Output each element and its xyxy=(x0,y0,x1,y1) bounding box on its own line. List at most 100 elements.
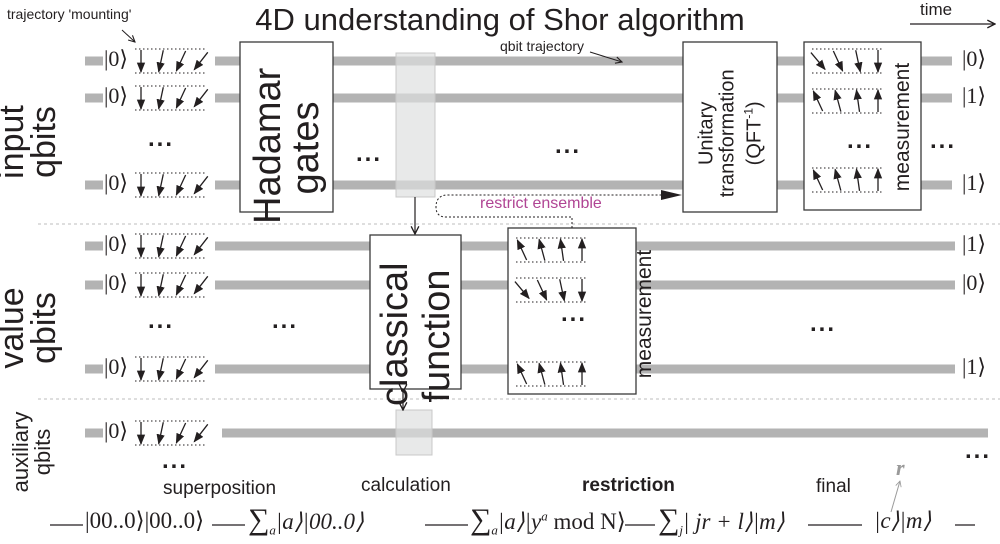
wire-input-pre-hadamard-0 xyxy=(215,56,240,66)
spin-arrow xyxy=(175,358,187,380)
final-ket-value-1: |0⟩ xyxy=(962,270,986,295)
ellipsis-input-mid: ... xyxy=(555,132,582,159)
sum-index: a xyxy=(491,522,498,538)
ellipsis-aux-final: ... xyxy=(965,437,992,464)
spin-arrow xyxy=(557,362,566,385)
stage-label-restriction: restriction xyxy=(582,475,675,496)
spin-arrow xyxy=(537,362,546,385)
restrict-ensemble-arrowhead xyxy=(661,190,682,200)
initial-ket-value-2: |0⟩ xyxy=(104,354,128,379)
wire-input-out-0 xyxy=(921,56,952,66)
spin-arrow xyxy=(833,168,842,191)
ellipsis-input-final: ... xyxy=(930,127,957,154)
formula-body: | jr + l⟩|m⟩ xyxy=(683,509,785,534)
spin-arrow xyxy=(537,238,546,261)
mounting-spins-value-0 xyxy=(135,233,209,259)
ellipsis-measurement-input: ... xyxy=(847,127,874,154)
spin-arrow xyxy=(193,175,209,195)
wire-value-post-classical-2 xyxy=(461,364,508,374)
mounting-spins-input-2 xyxy=(135,172,209,198)
mounting-spins-value-1 xyxy=(135,272,209,298)
spin-arrow xyxy=(156,422,165,445)
spin-arrow xyxy=(175,422,187,444)
measurement-spins-input-1 xyxy=(812,88,883,114)
sum-index: a xyxy=(269,522,276,538)
spin-arrow xyxy=(832,50,844,72)
register-label-auxiliary-line2: qbits xyxy=(30,428,55,476)
register-label-value: value qbits xyxy=(0,268,63,388)
formula-final-state: |c⟩|m⟩ xyxy=(874,508,932,533)
classical-function-box xyxy=(369,234,462,390)
spin-arrow xyxy=(156,50,165,73)
wire-stub-input-0 xyxy=(85,56,103,66)
initial-ket-input-0: |0⟩ xyxy=(104,46,128,71)
ellipsis-value-pre: ... xyxy=(272,307,299,334)
wire-stub-value-1 xyxy=(85,280,103,290)
wire-input-post-unitary-0 xyxy=(777,56,804,66)
initial-ket-value-0: |0⟩ xyxy=(104,231,128,256)
mounting-spins-aux xyxy=(135,420,209,446)
unitary-qft-sup: -1 xyxy=(741,108,756,119)
measurement-input-label: measurement xyxy=(891,62,914,192)
spin-arrow xyxy=(557,238,566,261)
hadamard-label: Hadamar gates xyxy=(247,68,327,224)
measurement-spins-value-2 xyxy=(516,361,587,387)
formula-body: |a⟩|00..0⟩ xyxy=(275,509,364,534)
sum-symbol: ∑ xyxy=(658,503,680,536)
final-ket-input-0: |0⟩ xyxy=(962,46,986,71)
final-ket-value-0: |1⟩ xyxy=(962,231,986,256)
stage-label-calculation: calculation xyxy=(361,475,451,496)
ellipsis-aux-initial: ... xyxy=(162,447,189,474)
spin-arrow xyxy=(175,50,187,72)
trajectory-mounting-pointer xyxy=(121,29,135,42)
spin-arrow xyxy=(156,358,165,381)
restrict-ensemble-path xyxy=(435,194,680,228)
final-ket-input-1: |1⟩ xyxy=(962,83,986,108)
wire-value-pre-classical-1 xyxy=(215,280,370,290)
formula-superposition: ∑a|a⟩|00..0⟩ xyxy=(248,503,364,539)
register-label-input-line1: input xyxy=(0,105,31,179)
ellipsis-input-initial: ... xyxy=(148,125,175,152)
ellipsis-input-calc: ... xyxy=(356,140,383,167)
wire-value-out-0 xyxy=(636,241,955,251)
initial-ket-value-1: |0⟩ xyxy=(104,270,128,295)
wire-stub-value-0 xyxy=(85,241,103,251)
register-label-auxiliary: auxiliary qbits xyxy=(8,402,55,502)
measurement-spins-value-1 xyxy=(514,277,587,303)
wire-input-mid-1 xyxy=(333,93,683,103)
register-label-auxiliary-line1: auxiliary xyxy=(8,411,33,493)
hadamard-box xyxy=(239,41,334,213)
qbit-trajectory-label: qbit trajectory xyxy=(500,38,585,54)
unitary-label: Unitary transformation (QFT-1) xyxy=(696,65,766,201)
restrict-ensemble-label: restrict ensemble xyxy=(480,195,602,212)
wire-stub-input-2 xyxy=(85,180,103,190)
spin-arrow xyxy=(514,281,530,300)
mounting-spins-input-0 xyxy=(135,48,209,74)
spin-arrow xyxy=(193,275,209,295)
exponent: a xyxy=(541,508,548,524)
measurement-spins-value-0 xyxy=(516,237,587,263)
measurement-spins-input-2 xyxy=(812,167,883,193)
spin-arrow xyxy=(193,236,209,256)
wire-input-out-1 xyxy=(921,93,952,103)
qbit-trajectory-pointer xyxy=(589,51,622,62)
spin-arrow xyxy=(812,90,824,112)
spin-arrow xyxy=(833,89,842,112)
r-label: r xyxy=(896,455,905,480)
unitary-label-line3: (QFT-1) xyxy=(739,65,766,201)
initial-ket-input-2: |0⟩ xyxy=(104,170,128,195)
unitary-box xyxy=(682,41,778,213)
formula-initial-state: |00..0⟩|00..0⟩ xyxy=(85,508,205,533)
spin-arrow xyxy=(193,51,209,71)
stage-label-superposition: superposition xyxy=(163,478,277,499)
classical-function-label-line1: classical xyxy=(374,262,416,406)
classical-function-label: classical function xyxy=(374,262,458,406)
wire-value-pre-classical-0 xyxy=(215,241,370,251)
spin-arrow xyxy=(156,87,165,110)
spin-arrow xyxy=(193,88,209,108)
wire-input-out-2 xyxy=(921,180,952,190)
final-ket-input-2: |1⟩ xyxy=(962,170,986,195)
spin-arrow xyxy=(175,87,187,109)
spin-arrow xyxy=(853,168,862,191)
